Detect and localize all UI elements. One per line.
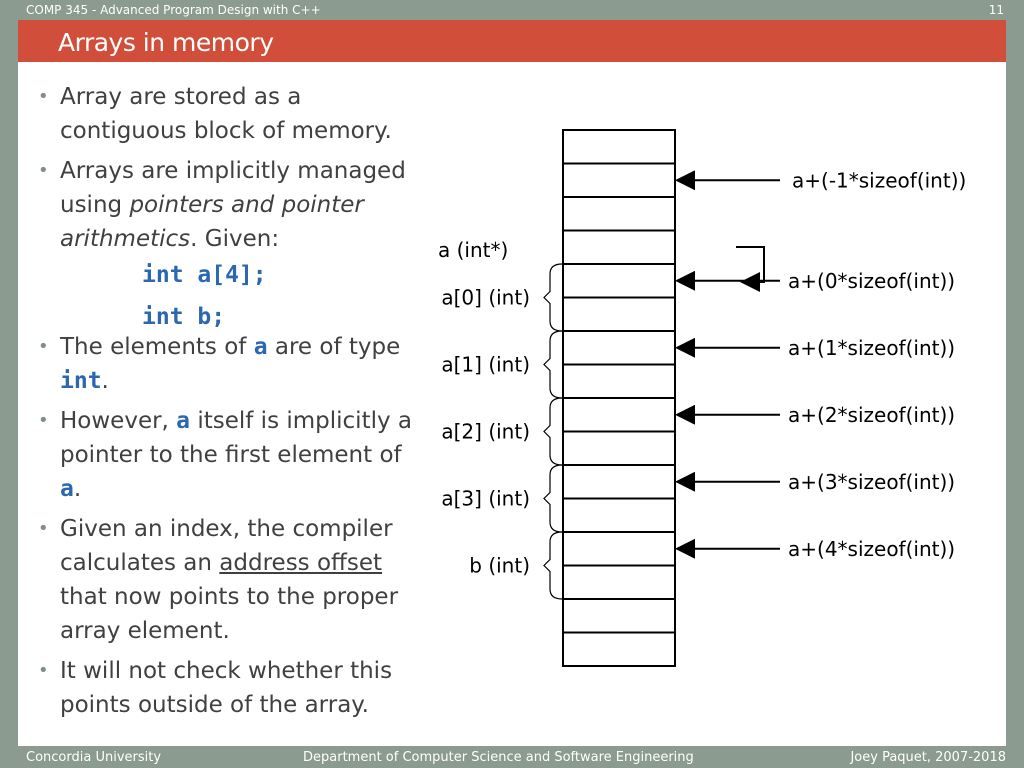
bullet-item: • However, a itself is implicitly a poin… bbox=[38, 404, 413, 506]
element-label: a[1] (int) bbox=[441, 353, 530, 377]
bullet-dot-icon: • bbox=[38, 336, 49, 357]
memory-cell bbox=[562, 397, 676, 433]
bullet-text: It will not check whether this points ou… bbox=[60, 658, 393, 718]
underlined-term: address offset bbox=[219, 550, 383, 576]
bullet-dot-icon: • bbox=[38, 160, 49, 181]
element-label: a[0] (int) bbox=[441, 286, 530, 310]
memory-cell bbox=[562, 263, 676, 299]
bullet-item: • Arrays are implicitly managed using po… bbox=[38, 154, 412, 324]
pointer-label: a (int*) bbox=[438, 238, 508, 262]
bullet-item: • Array are stored as a contiguous block… bbox=[38, 80, 412, 148]
bullet-text: The elements of bbox=[60, 334, 254, 360]
memory-cell bbox=[562, 229, 676, 265]
top-bar: COMP 345 - Advanced Program Design with … bbox=[0, 0, 1024, 20]
memory-cell bbox=[562, 296, 676, 332]
element-brace bbox=[543, 263, 563, 332]
bullet-text: . bbox=[101, 368, 109, 394]
element-label: a[2] (int) bbox=[441, 420, 530, 444]
bullet-dot-icon: • bbox=[38, 86, 49, 107]
memory-cell bbox=[562, 631, 676, 667]
address-label: a+(4*sizeof(int)) bbox=[788, 537, 955, 561]
element-brace bbox=[543, 330, 563, 399]
address-label: a+(0*sizeof(int)) bbox=[788, 269, 955, 293]
bullet-text: Arrays are implicitly managed using bbox=[60, 158, 406, 218]
bullet-list: • Array are stored as a contiguous block… bbox=[38, 80, 413, 728]
memory-cell bbox=[562, 564, 676, 600]
footer-author: Joey Paquet, 2007-2018 bbox=[850, 750, 1006, 765]
memory-cell bbox=[562, 162, 676, 198]
bullet-item: • The elements of a are of type int. bbox=[38, 330, 412, 398]
address-label: a+(2*sizeof(int)) bbox=[788, 403, 955, 427]
footer: Concordia University Department of Compu… bbox=[0, 748, 1024, 768]
address-arrows: a+(-1*sizeof(int)) a+(0*sizeof(int)) a+(1*… bbox=[675, 168, 966, 561]
memory-cell bbox=[562, 464, 676, 500]
memory-cell bbox=[562, 129, 676, 165]
element-brace bbox=[543, 464, 563, 533]
element-label: b (int) bbox=[469, 554, 530, 578]
memory-cell bbox=[562, 598, 676, 634]
memory-cell bbox=[562, 363, 676, 399]
element-braces bbox=[543, 263, 563, 600]
inline-code: a bbox=[176, 408, 191, 434]
code-line: int b; bbox=[142, 304, 226, 330]
memory-cell bbox=[562, 531, 676, 567]
bullet-text: itself is implicitly a pointer to the fi… bbox=[60, 408, 413, 468]
page-number: 11 bbox=[988, 3, 1004, 17]
bullet-item: • It will not check whether this points … bbox=[38, 654, 412, 722]
element-brace bbox=[543, 397, 563, 466]
inline-code: a bbox=[60, 476, 74, 502]
address-label: a+(3*sizeof(int)) bbox=[788, 470, 955, 494]
bullet-text: . bbox=[73, 476, 82, 502]
bullet-item: • Given an index, the compiler calculate… bbox=[38, 512, 412, 648]
footer-university: Concordia University bbox=[26, 750, 162, 765]
memory-cell bbox=[562, 330, 676, 366]
code-line: int a[4]; bbox=[142, 262, 267, 288]
address-label: a+(-1*sizeof(int)) bbox=[792, 168, 966, 192]
bullet-emphasis: pointers and pointer arithmetics bbox=[60, 192, 364, 252]
address-label: a+(1*sizeof(int)) bbox=[788, 336, 955, 360]
element-label: a[3] (int) bbox=[441, 487, 530, 511]
element-labels: a[0] (int) a[1] (int) a[2] (int) a[3] (int)… bbox=[441, 286, 530, 578]
memory-cell bbox=[562, 196, 676, 232]
bullet-text: . Given: bbox=[190, 226, 280, 252]
footer-department: Department of Computer Science and Softw… bbox=[303, 750, 694, 765]
bullet-text: Array are stored as a contiguous block o… bbox=[60, 84, 392, 144]
bullet-text: are of type bbox=[267, 334, 401, 360]
bullet-dot-icon: • bbox=[38, 410, 49, 431]
memory-cells bbox=[562, 129, 676, 667]
slide-content bbox=[18, 62, 1006, 746]
slide-title: Arrays in memory bbox=[58, 28, 274, 57]
memory-cell bbox=[562, 430, 676, 466]
title-bar: Arrays in memory bbox=[18, 20, 1006, 62]
bullet-text: However, bbox=[60, 408, 177, 434]
memory-cell bbox=[562, 497, 676, 533]
bullet-text: Given an index, the compiler calculates … bbox=[60, 516, 393, 576]
bullet-text: that now points to the proper array elem… bbox=[60, 584, 399, 644]
course-title: COMP 345 - Advanced Program Design with … bbox=[26, 3, 321, 17]
element-brace bbox=[543, 531, 563, 600]
inline-code: int bbox=[60, 368, 102, 394]
pointer-connector bbox=[736, 246, 765, 292]
bullet-dot-icon: • bbox=[38, 660, 49, 681]
bullet-dot-icon: • bbox=[38, 518, 49, 539]
inline-code: a bbox=[253, 334, 268, 360]
